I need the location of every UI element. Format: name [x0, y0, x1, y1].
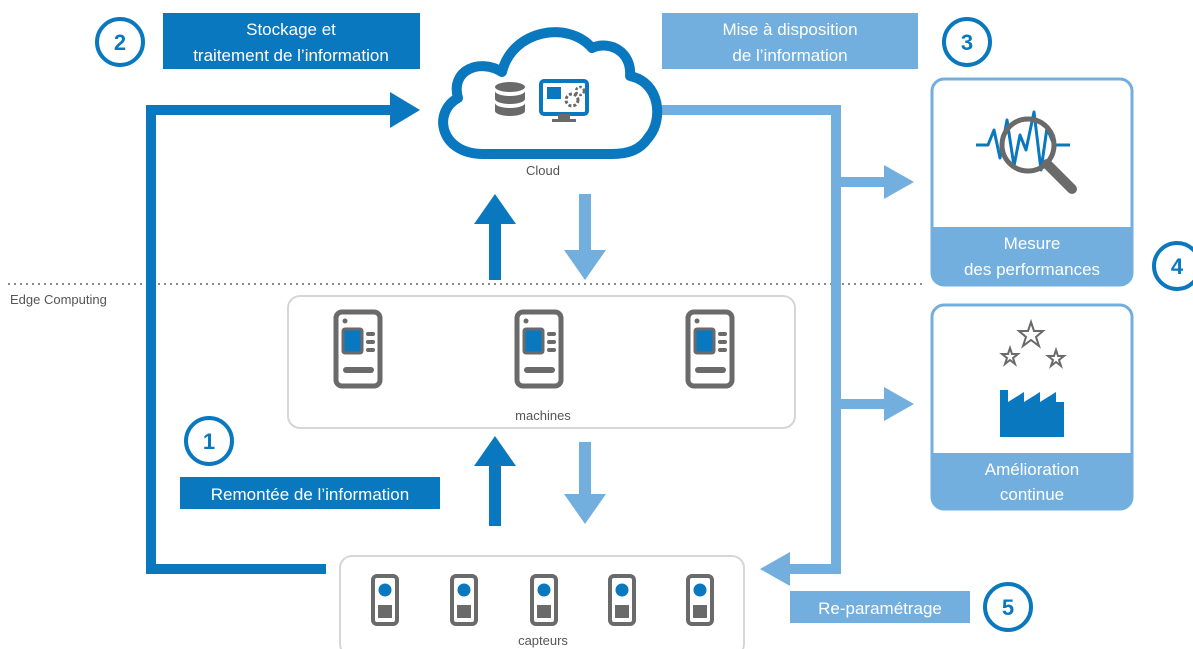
- machine-icon: [517, 312, 561, 386]
- svg-text:des performances: des performances: [964, 260, 1100, 279]
- svg-text:3: 3: [961, 30, 973, 55]
- cloud-label: Cloud: [526, 163, 560, 178]
- svg-text:traitement de l’information: traitement de l’information: [193, 46, 389, 65]
- machine-icon: [688, 312, 732, 386]
- badge-5: 5: [983, 582, 1033, 632]
- svg-text:de l’information: de l’information: [732, 46, 847, 65]
- capteurs-label: capteurs: [518, 633, 568, 648]
- sensor-icon: [371, 574, 399, 626]
- badge-3: 3: [942, 17, 992, 67]
- remontee-label-box: Remontée de l’information: [180, 477, 440, 509]
- stockage-label-box: Stockage et traitement de l’information: [163, 13, 420, 69]
- monitor-gears-icon: [539, 79, 589, 122]
- svg-text:2: 2: [114, 30, 126, 55]
- svg-text:Re-paramétrage: Re-paramétrage: [818, 599, 942, 618]
- badge-4: 4: [1152, 241, 1193, 291]
- sensor-icon: [450, 574, 478, 626]
- svg-text:Amélioration: Amélioration: [985, 460, 1080, 479]
- mesure-performances-card: Mesure des performances: [930, 77, 1134, 287]
- amelioration-continue-card: Amélioration continue: [930, 303, 1134, 511]
- database-icon: [495, 82, 525, 116]
- svg-text:Remontée de l’information: Remontée de l’information: [211, 485, 409, 504]
- svg-text:Mise à disposition: Mise à disposition: [722, 20, 857, 39]
- arrow-up-machines-to-cloud: [474, 194, 516, 280]
- svg-text:continue: continue: [1000, 485, 1064, 504]
- arrow-down-cloud-to-machines: [564, 194, 606, 280]
- svg-text:5: 5: [1002, 595, 1014, 620]
- mise-a-disposition-label-box: Mise à disposition de l’information: [662, 13, 918, 69]
- svg-text:Stockage et: Stockage et: [246, 20, 336, 39]
- svg-text:1: 1: [203, 429, 215, 454]
- badge-1: 1: [184, 416, 234, 466]
- magnifier-waveform-icon: [976, 110, 1077, 194]
- sensor-icon: [608, 574, 636, 626]
- arrow-up-sensors-to-machines: [474, 436, 516, 526]
- reparametrage-label-box: Re-paramétrage: [790, 591, 970, 623]
- sensors-panel: capteurs: [339, 555, 745, 649]
- distribution-arrows: [662, 105, 914, 586]
- machine-icon: [336, 312, 380, 386]
- arrow-down-machines-to-sensors: [564, 442, 606, 524]
- edge-computing-label: Edge Computing: [10, 292, 107, 307]
- factory-stars-icon: [999, 318, 1067, 437]
- machines-label: machines: [515, 408, 571, 423]
- sensor-icon: [530, 574, 558, 626]
- svg-text:Mesure: Mesure: [1004, 234, 1061, 253]
- sensor-icon: [686, 574, 714, 626]
- svg-text:4: 4: [1171, 254, 1184, 279]
- badge-2: 2: [95, 17, 145, 67]
- upload-loop-arrow: [146, 92, 420, 574]
- machines-panel: machines: [287, 295, 796, 429]
